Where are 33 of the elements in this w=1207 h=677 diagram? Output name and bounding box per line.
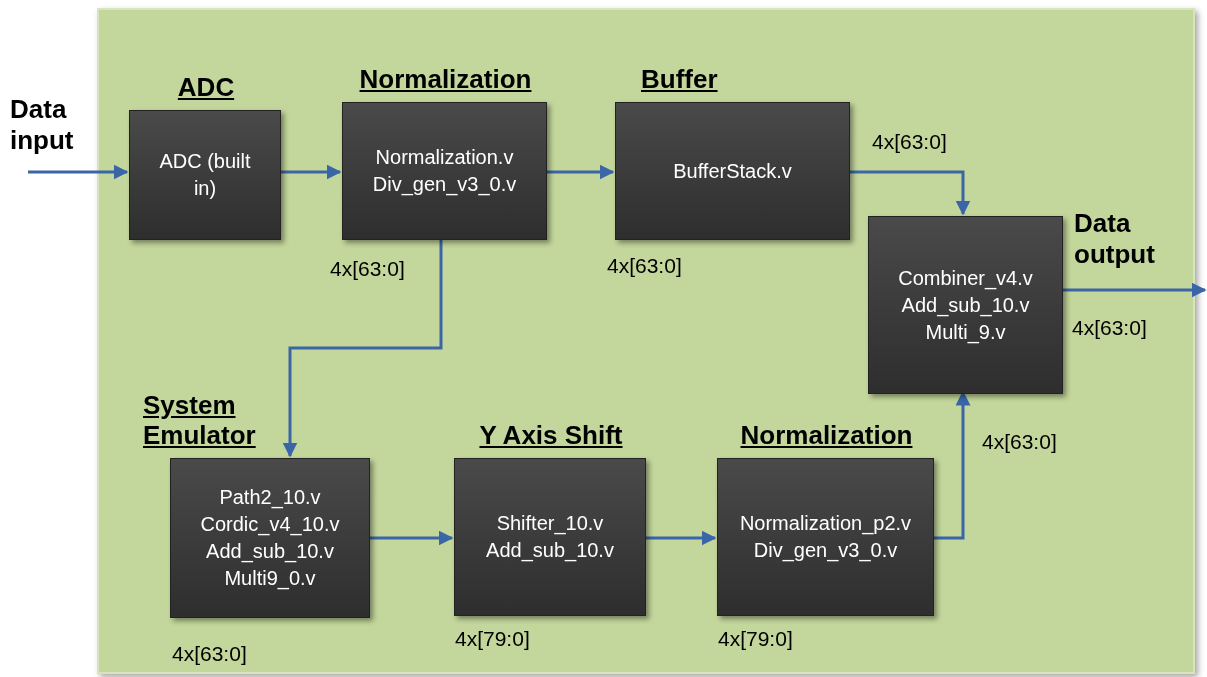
- arrow: [1061, 282, 1207, 298]
- block-heading: Normalization: [358, 65, 533, 95]
- bus-width-label: 4x[63:0]: [1072, 315, 1147, 341]
- background-panel: [97, 8, 1195, 674]
- bus-width-label: 4x[63:0]: [607, 253, 682, 279]
- arrow: [368, 530, 454, 546]
- bus-width-label: 4x[79:0]: [718, 626, 793, 652]
- port-label: Data output: [1074, 208, 1156, 271]
- block-heading: Buffer: [641, 65, 719, 95]
- module-box: [868, 216, 1063, 394]
- port-label: Data input: [10, 94, 75, 157]
- arrow: [279, 164, 342, 180]
- arrow: [545, 164, 615, 180]
- file-list: ADC (built in): [150, 148, 260, 202]
- file-list: Normalization.v Div_gen_v3_0.v: [351, 144, 538, 198]
- bus-width-label: 4x[63:0]: [172, 641, 247, 667]
- arrow: [848, 170, 971, 216]
- file-list: Shifter_10.v Add_sub_10.v: [463, 510, 637, 564]
- block-heading: Normalization: [739, 421, 914, 451]
- bus-width-label: 4x[79:0]: [455, 626, 530, 652]
- arrow: [282, 238, 443, 458]
- block-heading: Y Axis Shift: [478, 421, 624, 451]
- file-list: Combiner_v4.v Add_sub_10.v Multi_9.v: [877, 264, 1054, 346]
- block-heading: ADC: [176, 73, 236, 103]
- bus-width-label: 4x[63:0]: [872, 129, 947, 155]
- arrow: [28, 164, 129, 180]
- block-heading: System Emulator: [143, 391, 257, 451]
- file-list: Normalization_p2.v Div_gen_v3_0.v: [726, 510, 925, 564]
- bus-width-label: 4x[63:0]: [330, 256, 405, 282]
- file-list: Path2_10.v Cordic_v4_10.v Add_sub_10.v Multi9_0.v: [179, 484, 361, 592]
- arrow: [644, 530, 717, 546]
- file-list: BufferStack.v: [673, 157, 792, 185]
- bus-width-label: 4x[63:0]: [982, 429, 1057, 455]
